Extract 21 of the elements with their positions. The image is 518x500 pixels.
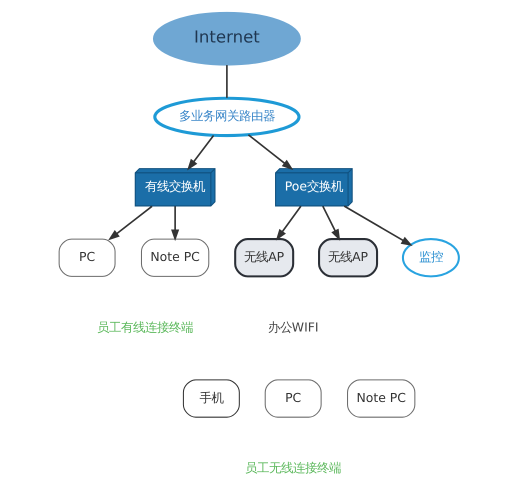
label: 办公WIFI xyxy=(268,319,319,334)
arrow xyxy=(276,206,302,241)
node-ellipse: 多业务网关路由器 xyxy=(153,96,301,138)
node-box: 手机 xyxy=(182,379,240,418)
connector xyxy=(226,65,228,98)
node-box: Note PC xyxy=(347,379,416,418)
arrow xyxy=(344,205,413,246)
node-box: PC xyxy=(58,238,116,277)
node-box: 无线AP xyxy=(234,238,294,278)
node-ellipse: Internet xyxy=(152,12,301,66)
arrow xyxy=(322,206,340,241)
arrow xyxy=(248,134,294,170)
label: 员工有线连接终端 xyxy=(97,319,194,334)
node-box: 无线AP xyxy=(318,238,378,278)
arrow xyxy=(171,206,180,242)
arrow xyxy=(187,135,214,170)
node-box: Note PC xyxy=(140,238,210,277)
arrow xyxy=(108,206,152,240)
label: 员工无线连接终端 xyxy=(245,460,342,476)
node-ellipse: 监控 xyxy=(402,238,460,278)
node-box: PC xyxy=(264,379,322,418)
